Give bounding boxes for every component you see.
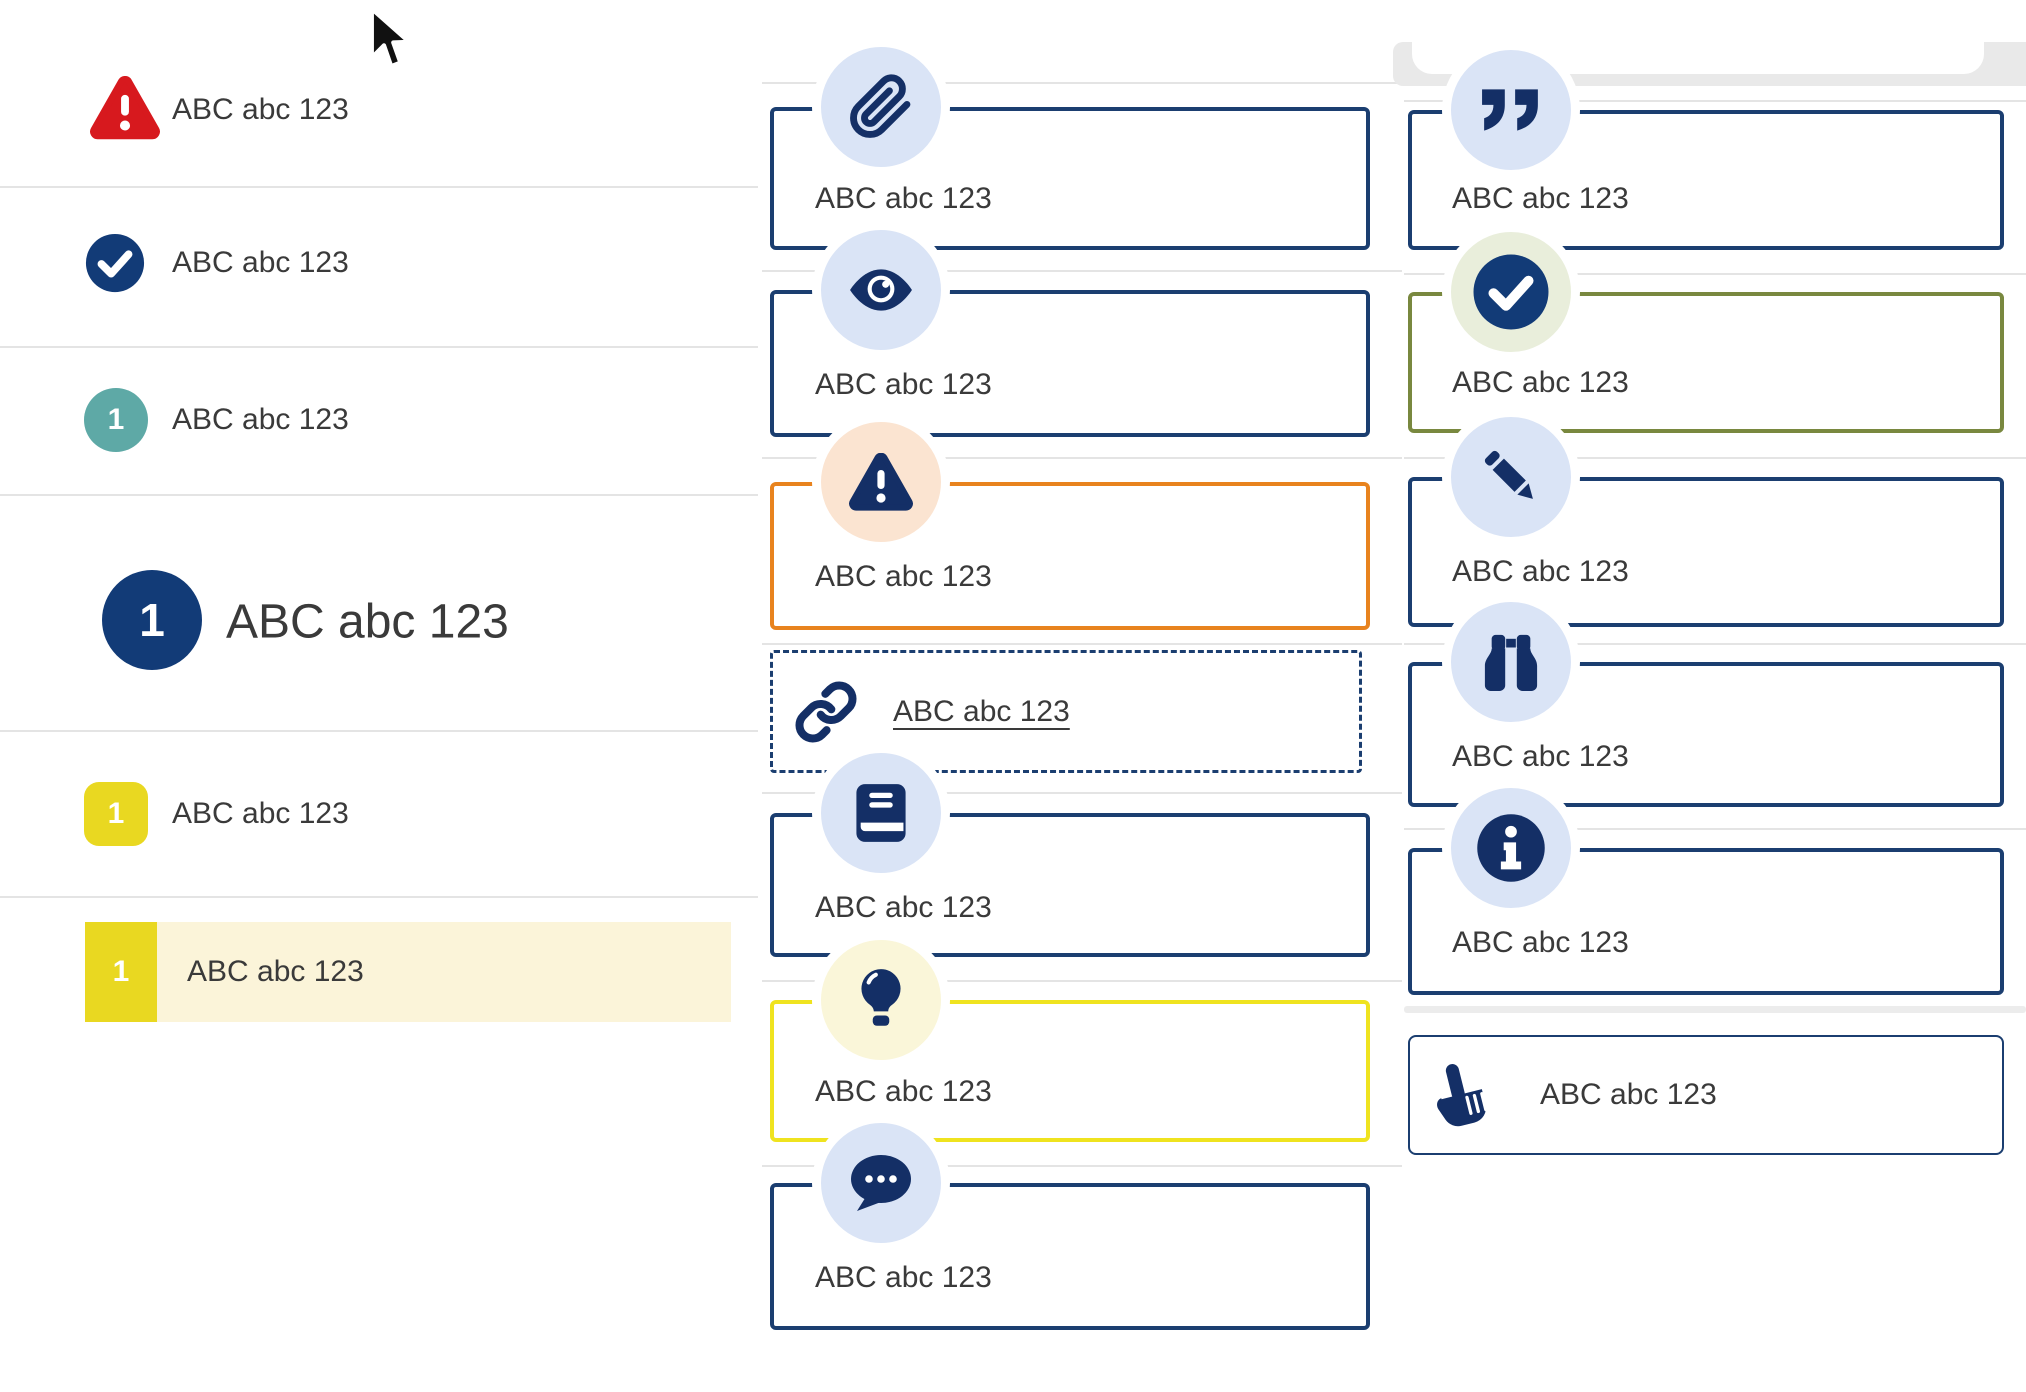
callout-label: ABC abc 123	[1452, 740, 1629, 773]
link-icon	[794, 680, 858, 744]
list-item-label: ABC abc 123	[187, 955, 364, 988]
step-number-badge-large: 1	[102, 570, 202, 670]
list-item-label[interactable]: ABC abc 123	[172, 403, 349, 436]
callout-warning	[770, 482, 1370, 630]
callout-label: ABC abc 123	[815, 560, 992, 593]
callout-label: ABC abc 123	[815, 1075, 992, 1108]
callout-label: ABC abc 123	[1540, 1078, 1717, 1111]
callout-link	[770, 650, 1362, 773]
divider	[762, 792, 1402, 794]
mouse-cursor	[369, 6, 412, 69]
binoculars-icon	[1442, 593, 1580, 731]
list-item-label[interactable]: ABC abc 123	[172, 246, 349, 279]
lightbulb-icon	[812, 931, 950, 1069]
hand-point-up-icon	[1428, 1060, 1498, 1130]
paperclip-icon	[812, 38, 950, 176]
info-icon	[1442, 779, 1580, 917]
divider	[0, 730, 758, 732]
divider	[762, 980, 1402, 982]
list-item-label[interactable]: ABC abc 123	[172, 93, 349, 126]
eye-icon	[812, 221, 950, 359]
divider	[762, 1165, 1402, 1167]
inline-link[interactable]: ABC abc 123	[893, 695, 1070, 728]
divider	[1404, 828, 2026, 830]
divider	[762, 643, 1402, 645]
divider	[0, 896, 758, 898]
chat-icon	[812, 1114, 950, 1252]
callout-label: ABC abc 123	[815, 368, 992, 401]
callout-link-label: ABC abc 123	[893, 695, 1070, 729]
step-number-badge: 1	[84, 782, 148, 846]
warning-triangle-icon	[90, 76, 160, 140]
callout-label: ABC abc 123	[1452, 366, 1629, 399]
divider	[1404, 1006, 2026, 1013]
divider	[0, 346, 758, 348]
warning-triangle-icon	[812, 413, 950, 551]
divider	[762, 457, 1402, 459]
callout-label: ABC abc 123	[1452, 926, 1629, 959]
divider	[0, 186, 758, 188]
list-item-highlighted[interactable]: 1 ABC abc 123	[85, 922, 731, 1022]
divider	[762, 82, 1402, 84]
callout-label: ABC abc 123	[1452, 182, 1629, 215]
divider	[1404, 100, 2026, 102]
divider	[1404, 643, 2026, 645]
check-circle-icon	[1442, 223, 1580, 361]
list-item-label-large[interactable]: ABC abc 123	[226, 595, 509, 649]
callout-label: ABC abc 123	[1452, 555, 1629, 588]
book-icon	[812, 744, 950, 882]
callout-action	[1408, 1035, 2004, 1155]
callout-label: ABC abc 123	[815, 1261, 992, 1294]
divider	[762, 270, 1402, 272]
callout-label: ABC abc 123	[815, 891, 992, 924]
divider	[0, 494, 758, 496]
divider	[1404, 457, 2026, 459]
callout-label: ABC abc 123	[815, 182, 992, 215]
quote-icon	[1442, 41, 1580, 179]
step-number-badge: 1	[84, 388, 148, 452]
list-item-label[interactable]: ABC abc 123	[172, 797, 349, 830]
step-number-badge: 1	[85, 922, 157, 1022]
check-circle-icon	[85, 233, 145, 293]
pencil-icon	[1442, 408, 1580, 546]
divider	[1404, 273, 2026, 275]
